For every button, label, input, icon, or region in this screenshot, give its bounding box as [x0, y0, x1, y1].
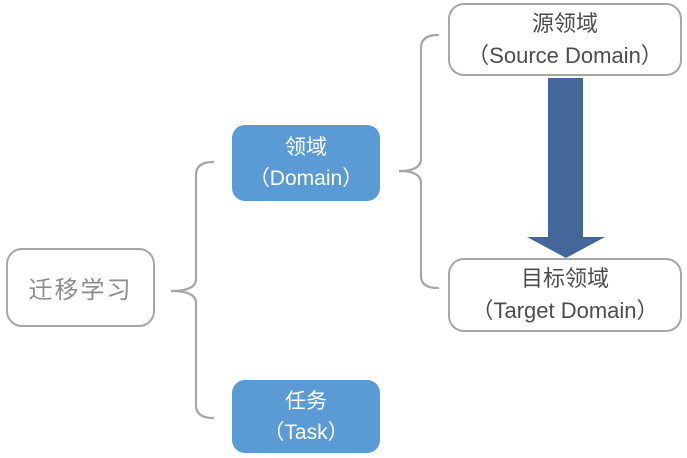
- down-arrow-icon: [527, 78, 605, 258]
- node-task-label-cn: 任务: [285, 389, 327, 413]
- node-task-label-en: （Task）: [263, 420, 349, 444]
- node-transfer-learning: 迁移学习: [6, 248, 155, 327]
- left-curly-brace: [170, 160, 215, 420]
- node-source-domain: 源领域 （Source Domain）: [448, 3, 682, 76]
- node-target-domain: 目标领域 （Target Domain）: [448, 258, 682, 332]
- node-target-domain-label-en: （Target Domain）: [471, 298, 659, 323]
- node-domain-label-cn: 领域: [285, 136, 327, 159]
- node-transfer-learning-label: 迁移学习: [28, 277, 133, 304]
- node-source-domain-label-en: （Source Domain）: [467, 42, 663, 68]
- right-curly-brace: [398, 33, 440, 290]
- node-target-domain-label-cn: 目标领域: [520, 266, 609, 291]
- node-domain: 领域 （Domain）: [232, 125, 380, 201]
- node-source-domain-label-cn: 源领域: [531, 10, 598, 36]
- node-task: 任务 （Task）: [232, 380, 380, 453]
- node-domain-label-en: （Domain）: [248, 167, 364, 190]
